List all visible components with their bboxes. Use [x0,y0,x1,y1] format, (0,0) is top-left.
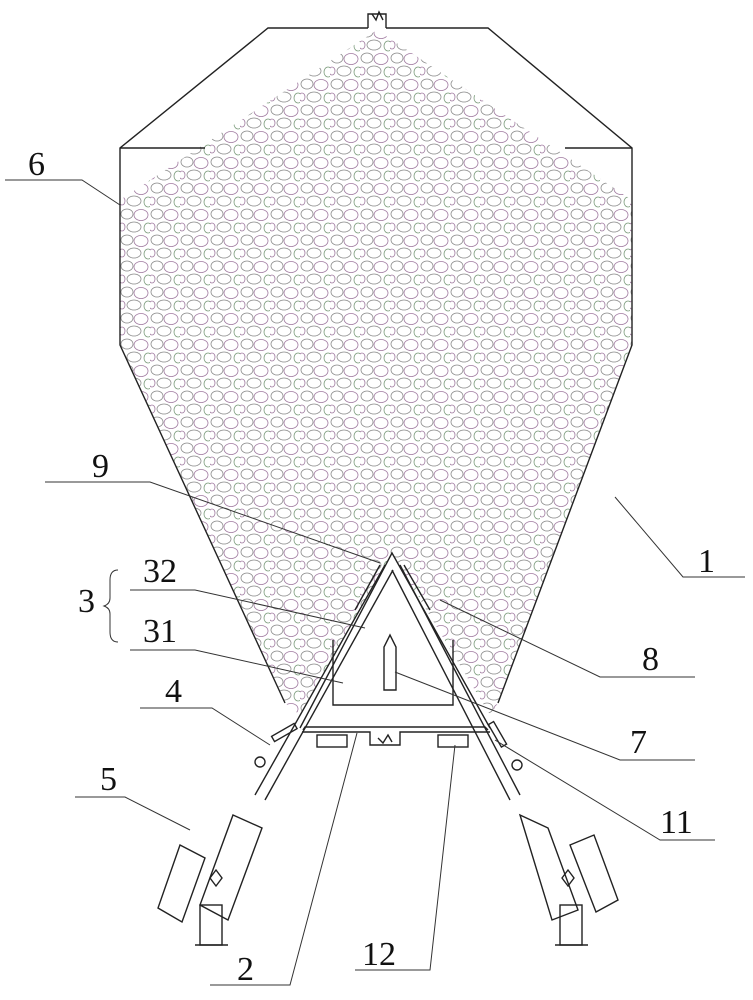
label-6: 6 [28,146,45,183]
silo-body-6 [119,10,633,704]
label-8: 8 [642,641,659,678]
label-3: 3 [78,583,95,620]
left-discharge-screw-4 [157,564,394,946]
label-7: 7 [630,724,647,761]
label-32: 32 [143,553,177,590]
distributor-cone-32 [300,553,490,728]
bulk-material [120,30,632,715]
label-9: 9 [92,448,109,485]
label-31: 31 [143,613,177,650]
label-2: 2 [237,951,254,988]
right-discharge-screw-11 [391,564,619,946]
label-4: 4 [165,673,182,710]
label-11: 11 [660,804,693,841]
label-5: 5 [100,761,117,798]
leader-lines [5,179,745,986]
label-12: 12 [362,936,396,973]
label-1: 1 [698,543,715,580]
